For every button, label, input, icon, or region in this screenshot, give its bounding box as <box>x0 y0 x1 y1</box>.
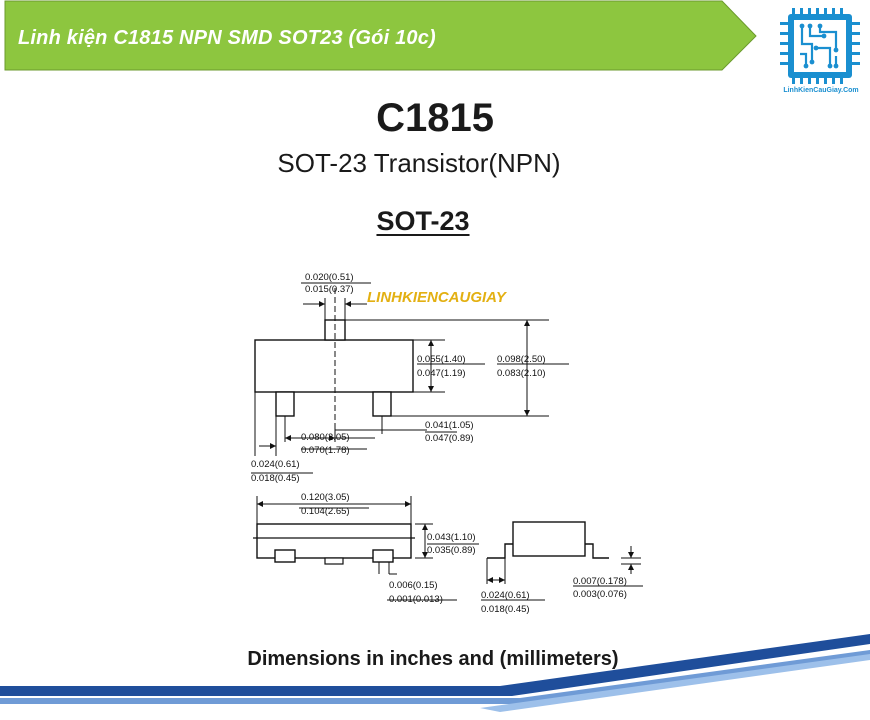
dim-body-width-min: 0.047(1.19) <box>417 368 466 379</box>
dim-pin-width-min: 0.015(0.37) <box>305 284 354 295</box>
dim-pin-offset-max: 0.041(1.05) <box>425 420 474 431</box>
dim-pin-width-max: 0.020(0.51) <box>305 272 354 283</box>
dim-standoff-min: 0.001(0.013) <box>389 594 443 605</box>
dim-body-width-max: 0.055(1.40) <box>417 354 466 365</box>
dim-total-width-max: 0.098(2.50) <box>497 354 546 365</box>
package-heading-text: SOT-23 <box>376 206 470 236</box>
dim-height-min: 0.035(0.89) <box>427 545 476 556</box>
dim-lead-len-max: 0.024(0.61) <box>481 590 530 601</box>
part-number-text: C1815 <box>376 96 494 140</box>
dim-length-max: 0.120(3.05) <box>301 492 350 503</box>
dim-lead-thk-min: 0.003(0.076) <box>573 589 627 600</box>
dim-length-min: 0.104(2.65) <box>301 506 350 517</box>
dim-standoff-max: 0.006(0.15) <box>389 580 438 591</box>
part-subtitle: SOT-23 Transistor(NPN) <box>277 148 561 178</box>
package-heading: SOT-23 <box>0 206 846 237</box>
dim-pin-space-min: 0.018(0.45) <box>251 473 300 484</box>
dimension-drawing: 0.020(0.51) 0.015(0.37) LINHKIENCAUGIAY … <box>249 268 645 620</box>
dim-pin-pitch-max: 0.080(2.05) <box>301 432 350 443</box>
logo-text[interactable]: LinhKienCauGiay.Com <box>783 87 859 94</box>
footer-decoration <box>0 634 870 712</box>
dim-total-width-min: 0.083(2.10) <box>497 368 546 379</box>
part-number: C1815 <box>0 96 870 141</box>
dim-lead-len-min: 0.018(0.45) <box>481 604 530 615</box>
dim-pin-space-max: 0.024(0.61) <box>251 459 300 470</box>
header-banner <box>4 0 757 71</box>
page-title: Linh kiện C1815 NPN SMD SOT23 (Gói 10c) <box>18 27 436 49</box>
dim-height-max: 0.043(1.10) <box>427 532 476 543</box>
footer-note: Dimensions in inches and (millimeters) <box>247 648 619 670</box>
dim-pin-pitch-min: 0.070(1.78) <box>301 445 350 456</box>
dim-pin-offset-min: 0.047(0.89) <box>425 433 474 444</box>
watermark: LINHKIENCAUGIAY <box>367 289 508 306</box>
circuit-board-icon[interactable] <box>776 4 864 96</box>
dim-lead-thk-max: 0.007(0.178) <box>573 576 627 587</box>
